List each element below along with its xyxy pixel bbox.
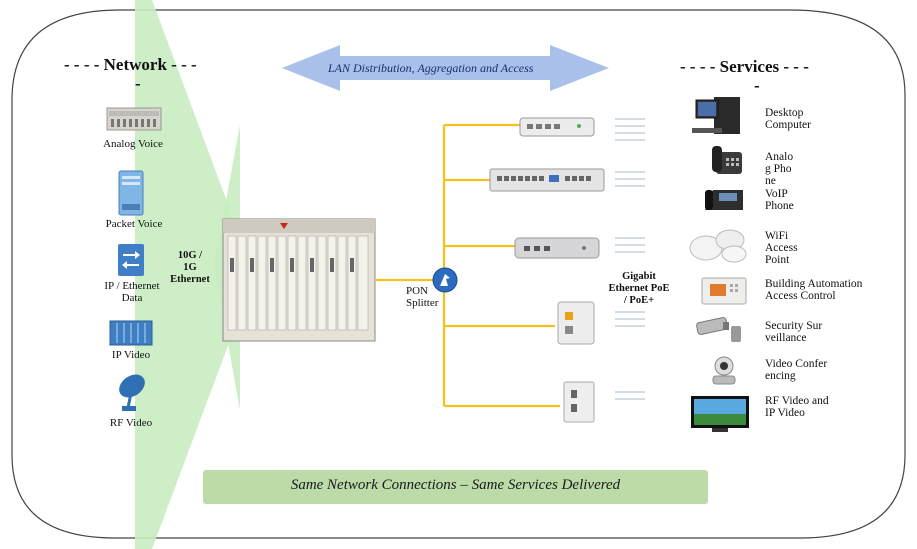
- ip-ethernet-data-icon: [118, 244, 144, 276]
- network-item-label: Packet Voice: [105, 218, 163, 230]
- port-hatches: [615, 118, 645, 400]
- switch-device: [519, 117, 595, 137]
- analog-phone-icon: [712, 146, 742, 174]
- switch-device: [514, 237, 600, 259]
- service-label: VoIP Phone: [765, 188, 794, 212]
- rf-video-icon: [119, 374, 145, 411]
- frame-border: [11, 9, 906, 539]
- service-label: Building Automation Access Control: [765, 278, 863, 302]
- distribution-lines: [376, 123, 560, 408]
- wall-access-device: [557, 301, 595, 345]
- ip-video-icon: [109, 320, 153, 346]
- uplink-label: 10G / 1G Ethernet: [170, 250, 210, 285]
- wifi-access-point-icon: [689, 229, 747, 263]
- services-title: - - - - Services - - -: [680, 57, 809, 76]
- voip-phone-icon: [705, 190, 743, 210]
- service-label: Security Surveillance: [765, 320, 823, 344]
- service-label: RF Video and IP Video: [765, 395, 829, 419]
- building-automation-icon: [701, 277, 747, 305]
- network-item-label: RF Video: [109, 417, 153, 429]
- gigabit-label: Gigabit Ethernet PoE / PoE+: [608, 271, 670, 306]
- footer-banner-bg: [203, 470, 708, 504]
- pon-label: PON Splitter: [406, 285, 439, 309]
- olt-chassis: [222, 218, 376, 342]
- wall-access-device: [563, 381, 595, 423]
- service-label: Video Conferencing: [765, 358, 828, 382]
- packet-voice-icon: [118, 170, 144, 216]
- service-label: Analog Phone: [765, 151, 794, 187]
- desktop-computer-icon: [692, 97, 740, 134]
- security-camera-icon: [696, 317, 741, 342]
- network-item-label: IP / Ethernet Data: [104, 280, 160, 304]
- network-item-label: IP Video: [111, 349, 151, 361]
- service-label: WiFi Access Point: [765, 230, 798, 266]
- lan-label: LAN Distribution, Aggregation and Access: [328, 61, 534, 75]
- tv-icon: [691, 396, 749, 432]
- network-item-label: Analog Voice: [103, 138, 163, 150]
- pon-splitter-icon: [432, 267, 458, 293]
- network-title-tail: -: [135, 74, 141, 93]
- analog-voice-icon: [106, 107, 162, 131]
- network-title: - - - - Network - - -: [64, 55, 197, 74]
- green-beam: [135, 0, 232, 549]
- switch-device: [489, 168, 605, 192]
- service-label: Desktop Computer: [765, 107, 811, 131]
- lan-arrow: [282, 45, 609, 91]
- footer-banner: Same Network Connections – Same Services…: [290, 477, 621, 493]
- video-conferencing-icon: [712, 356, 736, 385]
- services-title-tail: -: [754, 76, 760, 95]
